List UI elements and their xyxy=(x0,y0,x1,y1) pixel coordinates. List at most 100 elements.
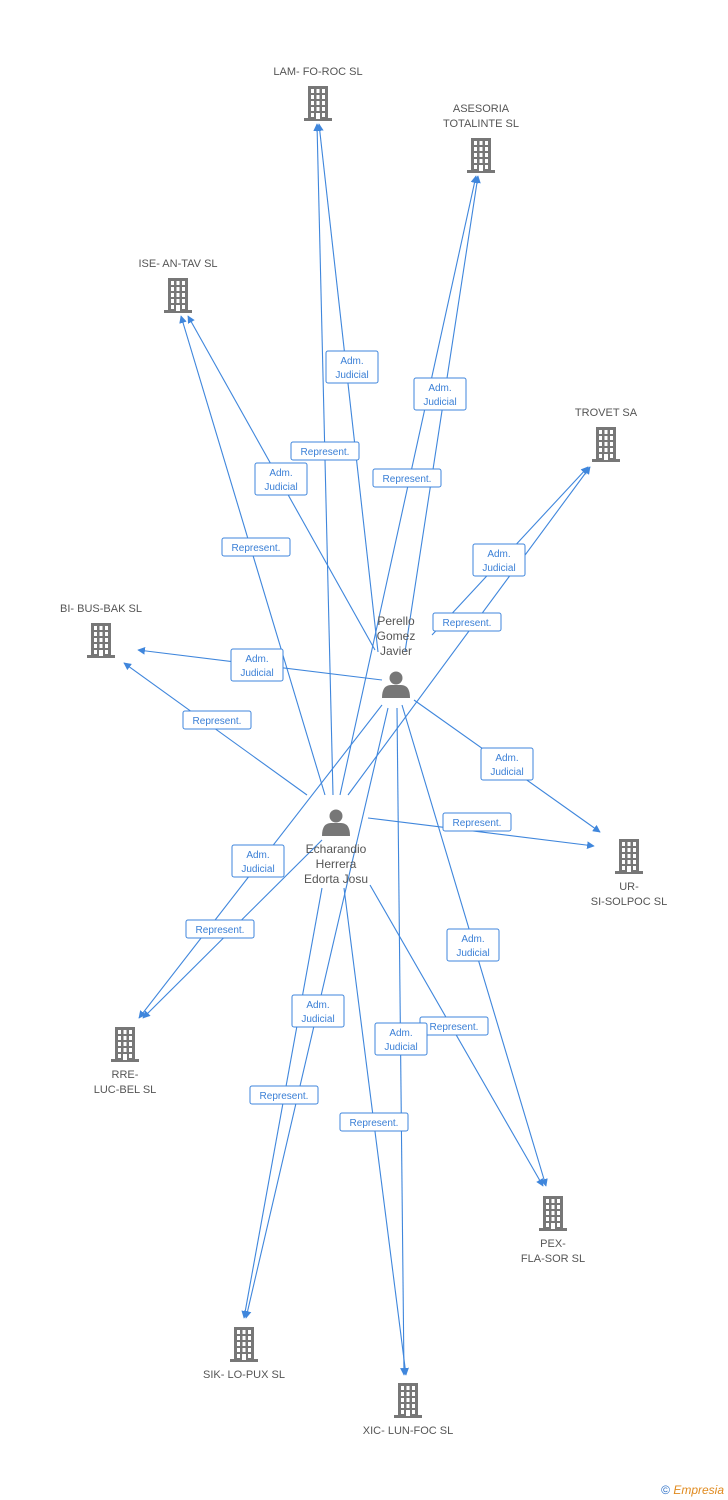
edge-label-per-sik[interactable]: Adm.Judicial xyxy=(291,994,345,1028)
building-icon xyxy=(394,1383,422,1418)
edge-label-text: Judicial xyxy=(423,397,456,408)
edge-label-per-lam[interactable]: Adm. Judicial xyxy=(325,350,379,384)
node-label: PEX- xyxy=(540,1238,566,1250)
edge-label-text: Judicial xyxy=(456,948,489,959)
edge-label-per-urs[interactable]: Adm. Judicial xyxy=(480,747,534,781)
edge-label-ech-tro[interactable]: Represent. xyxy=(432,612,502,632)
edge-label-text: Represent. xyxy=(193,716,242,727)
node-label: ASESORIA xyxy=(453,103,510,115)
edge-label-box xyxy=(442,812,512,832)
edge-label-ech-sik[interactable]: Represent. xyxy=(249,1085,319,1105)
edge-label-text: Judicial xyxy=(384,1042,417,1053)
node-label: UR- xyxy=(619,881,639,893)
company-node-pex[interactable]: PEX- FLA-SOR SL xyxy=(521,1196,585,1265)
node-label: XIC- LUN-FOC SL xyxy=(363,1425,453,1437)
building-icon xyxy=(615,839,643,874)
building-icon xyxy=(304,86,332,121)
edge-label-text: Represent. xyxy=(443,618,492,629)
edge-per-ase xyxy=(404,175,481,653)
edge-label-ech-ase[interactable]: Represent. xyxy=(372,468,442,488)
edge-label-text: Judicial xyxy=(301,1014,334,1025)
edge-label-ech-xic[interactable]: Represent. xyxy=(339,1112,409,1132)
edge-label-text: Adm. xyxy=(340,356,363,367)
edge-label-ech-pex[interactable]: Represent. xyxy=(419,1016,489,1036)
company-node-ise[interactable]: ISE- AN-TAV SL xyxy=(138,258,218,313)
node-label: LUC-BEL SL xyxy=(94,1084,157,1096)
edge-label-box xyxy=(249,1085,319,1105)
edge-label-per-pex[interactable]: Adm. Judicial xyxy=(446,928,500,962)
edge-label-box xyxy=(372,468,442,488)
edge-label-box xyxy=(291,994,345,1028)
edge-label-text: Adm. xyxy=(389,1028,412,1039)
edge-label-box xyxy=(182,710,252,730)
edge-label-box xyxy=(446,928,500,962)
edge-label-box xyxy=(231,844,285,878)
edge-label-text: Adm. xyxy=(428,383,451,394)
edge-label-text: Represent. xyxy=(430,1022,479,1033)
edge-label-text: Represent. xyxy=(453,818,502,829)
edge-label-box xyxy=(221,537,291,557)
edge-label-text: Represent. xyxy=(196,925,245,936)
edge-label-box xyxy=(230,648,284,682)
edge-label-per-bib[interactable]: Adm.Judicial xyxy=(230,648,284,682)
edge-label-text: Adm. xyxy=(269,468,292,479)
edge-label-box xyxy=(339,1112,409,1132)
node-label: FLA-SOR SL xyxy=(521,1253,585,1265)
edge-label-text: Adm. xyxy=(495,753,518,764)
edge-label-text: Represent. xyxy=(232,543,281,554)
edge-label-box xyxy=(374,1022,428,1056)
building-icon xyxy=(592,427,620,462)
edge-label-ech-rre[interactable]: Represent. xyxy=(185,919,255,939)
company-node-lam[interactable]: LAM- FO-ROC SL xyxy=(273,66,363,121)
company-node-rre[interactable]: RRE- LUC-BEL SL xyxy=(94,1027,157,1096)
edge-label-box xyxy=(480,747,534,781)
edge-label-text: Judicial xyxy=(490,767,523,778)
company-node-sik[interactable]: SIK- LO-PUX SL xyxy=(203,1327,285,1381)
edge-label-ech-bib[interactable]: Represent. xyxy=(182,710,252,730)
edge-label-box xyxy=(472,543,526,577)
edge-label-text: Represent. xyxy=(260,1091,309,1102)
edge-label-per-ase[interactable]: Adm. Judicial xyxy=(413,377,467,411)
company-node-bib[interactable]: BI- BUS-BAK SL xyxy=(60,603,142,658)
edge-ech-urs xyxy=(367,817,595,849)
edge-label-per-tro[interactable]: Adm.Judicial xyxy=(472,543,526,577)
edge-per-lam xyxy=(315,123,379,653)
person-icon xyxy=(322,809,350,836)
node-label: Edorta Josu xyxy=(304,872,368,886)
edge-label-box xyxy=(432,612,502,632)
edge-label-ech-urs[interactable]: Represent. xyxy=(442,812,512,832)
node-label: Gomez xyxy=(377,629,416,643)
person-icon xyxy=(382,671,410,698)
edge-label-per-rre[interactable]: Adm.Judicial xyxy=(231,844,285,878)
building-icon xyxy=(87,623,115,658)
edge-label-text: Represent. xyxy=(301,447,350,458)
node-label: LAM- FO-ROC SL xyxy=(273,66,362,78)
brand-logo: Empresia xyxy=(673,1483,724,1497)
edge-label-text: Judicial xyxy=(264,482,297,493)
edge-label-text: Represent. xyxy=(383,474,432,485)
edge-label-text: Judicial xyxy=(335,370,368,381)
edge-label-box xyxy=(325,350,379,384)
edge-label-per-ise[interactable]: Adm. Judicial xyxy=(254,462,308,496)
edge-label-ech-lam[interactable]: Represent. xyxy=(290,441,360,461)
node-label: Javier xyxy=(380,644,412,658)
company-node-urs[interactable]: UR-SI-SOLPOC SL xyxy=(591,839,667,908)
company-node-xic[interactable]: XIC- LUN-FOC SL xyxy=(363,1383,453,1437)
building-icon xyxy=(111,1027,139,1062)
edge-label-ech-ise[interactable]: Represent. xyxy=(221,537,291,557)
edge-label-text: Adm. xyxy=(487,549,510,560)
edge-label-text: Adm. xyxy=(461,934,484,945)
edge-label-text: Represent. xyxy=(350,1118,399,1129)
building-icon xyxy=(467,138,495,173)
edge-label-per-xic[interactable]: Adm. Judicial xyxy=(374,1022,428,1056)
company-node-tro[interactable]: TROVET SA xyxy=(575,407,638,462)
edge-label-text: Adm. xyxy=(245,654,268,665)
node-label: RRE- xyxy=(112,1069,139,1081)
edge-label-text: Adm. xyxy=(246,850,269,861)
edge-label-box xyxy=(290,441,360,461)
node-label: Herrera xyxy=(316,857,357,871)
